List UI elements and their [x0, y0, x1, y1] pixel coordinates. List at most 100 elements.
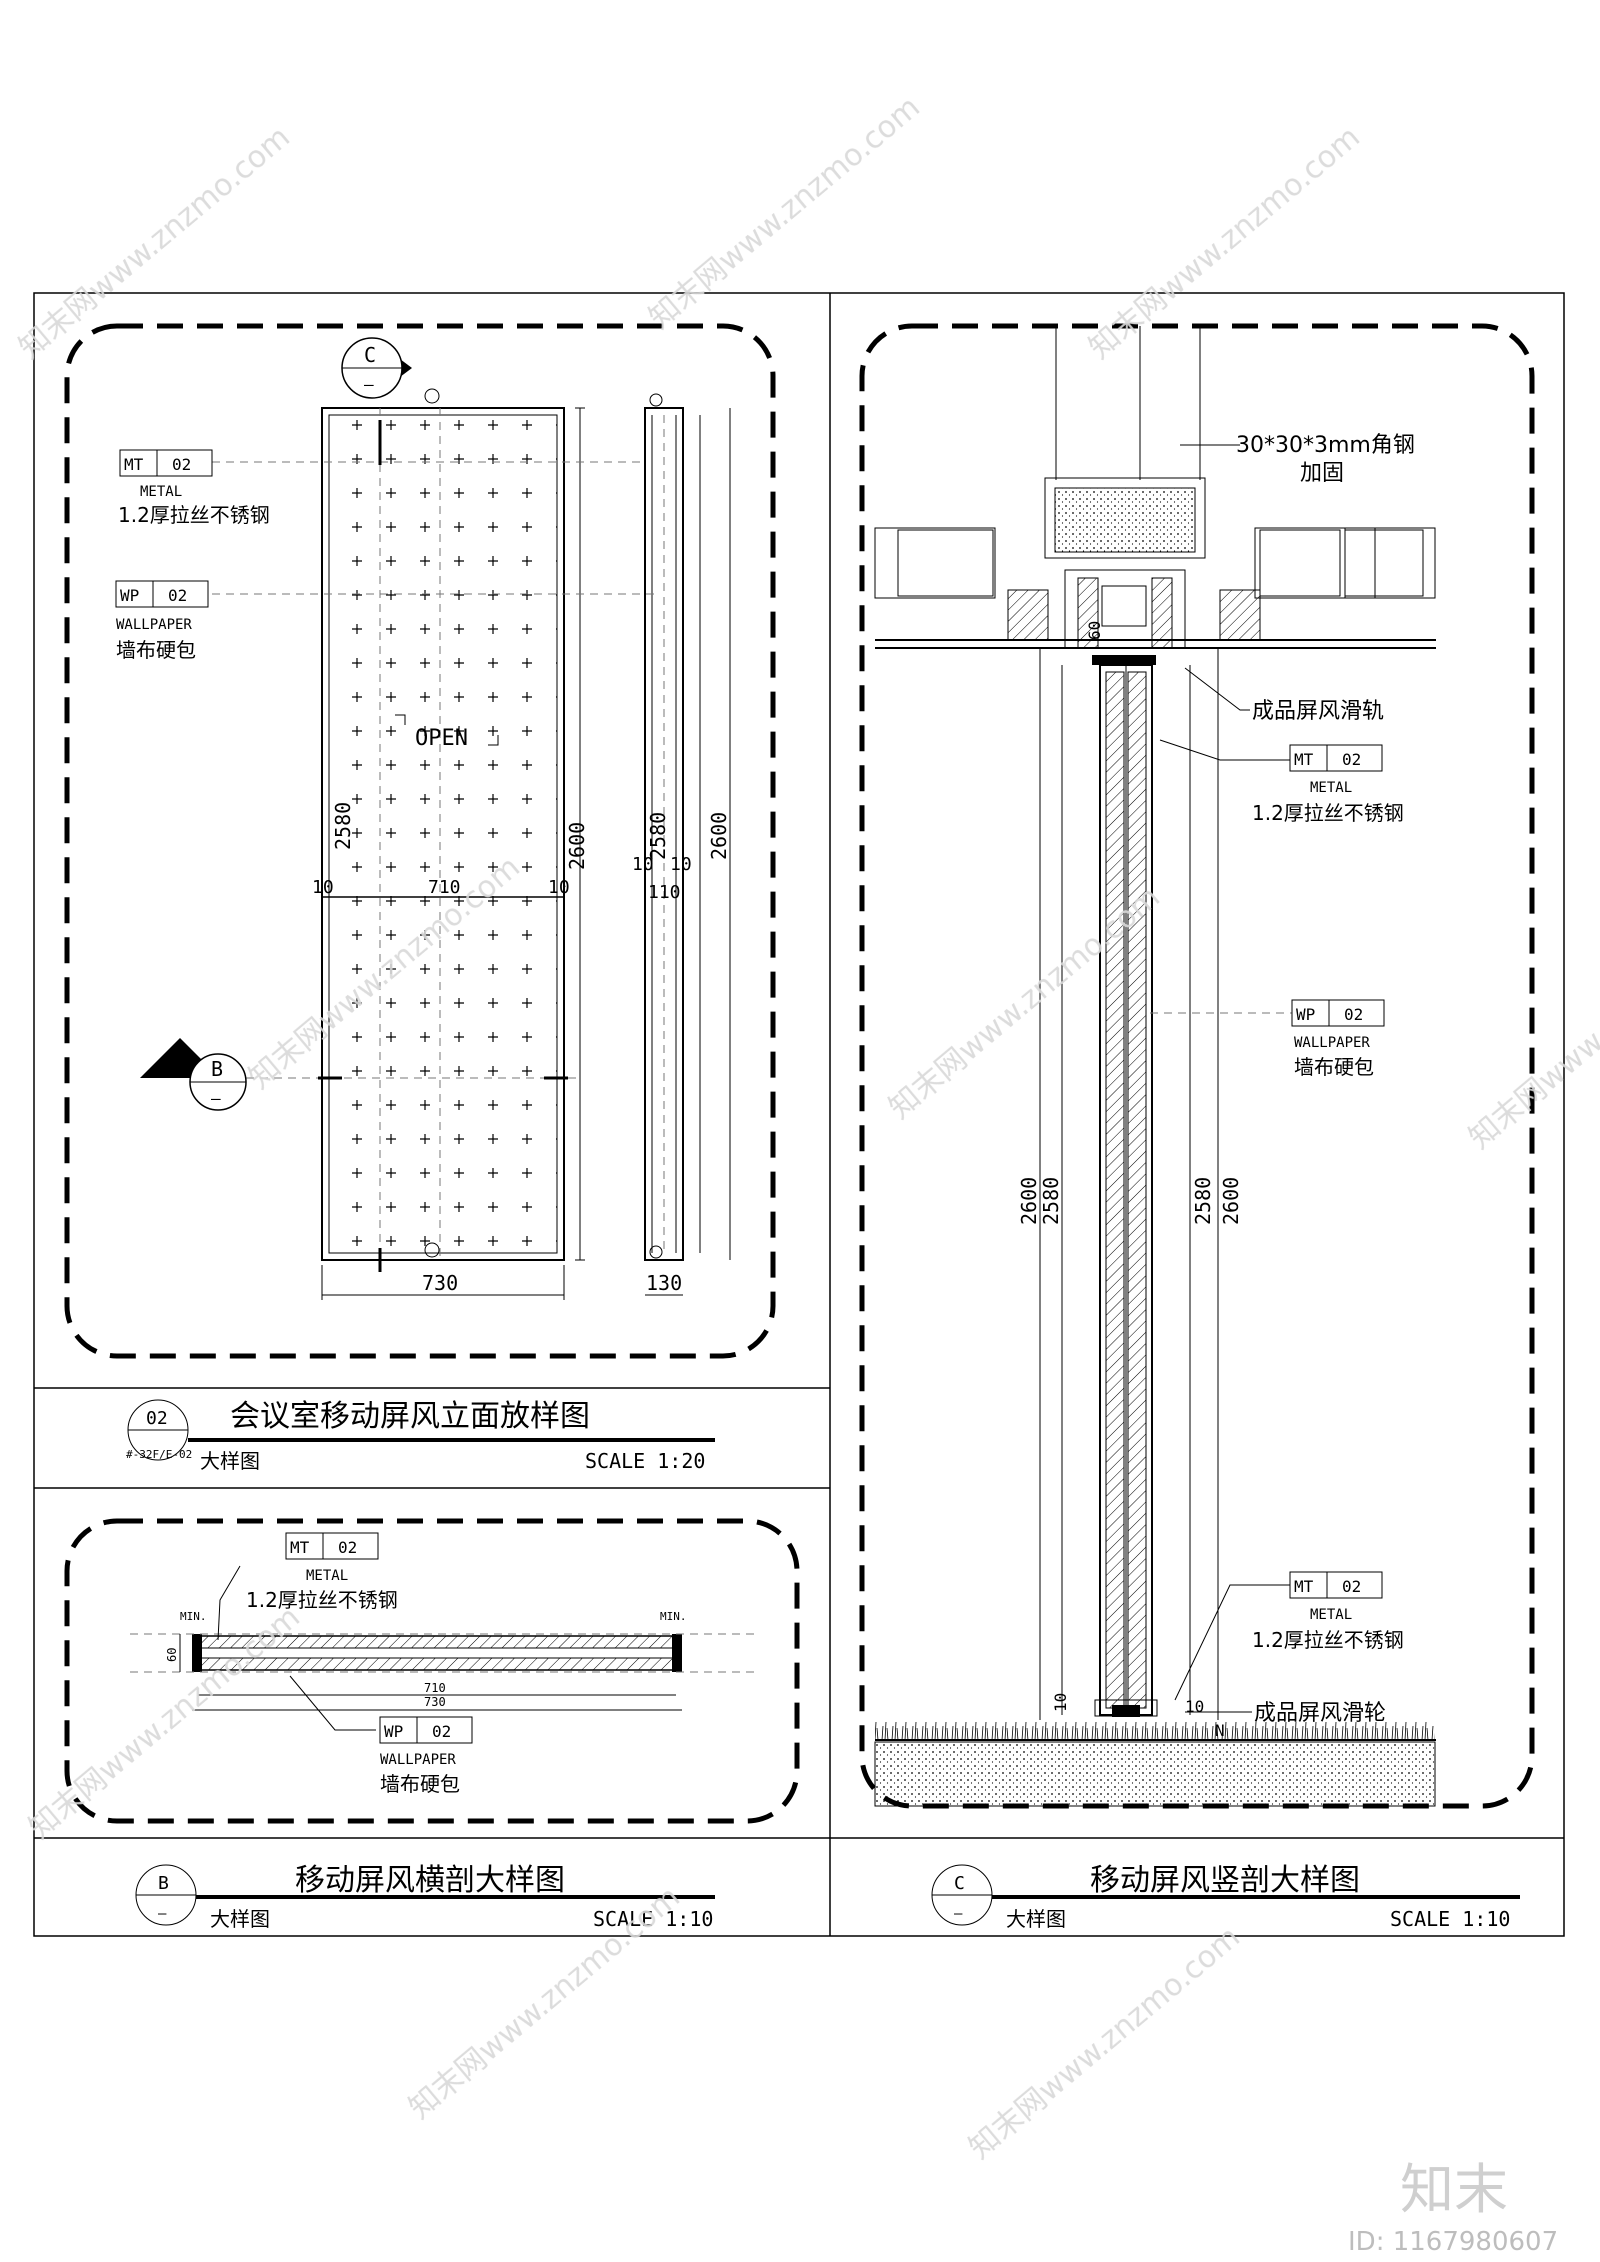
note-angle-steel: 30*30*3mm角钢	[1236, 433, 1415, 458]
screen-elevation: 2580	[321, 388, 565, 1261]
note-rail: 成品屏风滑轨	[1252, 699, 1384, 724]
watermarks: 知末网www.znzmo.com 知末网www.znzmo.com 知末网www…	[13, 90, 1600, 2166]
svg-text:02: 02	[172, 455, 191, 474]
vertical-section-panel: 2600 2580 2580 2600 60 10 10 N 30*30*3mm…	[859, 323, 1535, 1809]
svg-text:—: —	[158, 1906, 167, 1922]
svg-text:SCALE 1:10: SCALE 1:10	[593, 1907, 713, 1931]
watermark-text: 知末网www.znzmo.com	[963, 1920, 1247, 2166]
svg-text:SCALE 1:20: SCALE 1:20	[585, 1449, 705, 1473]
screen-vertical-body	[1094, 664, 1158, 1717]
elev-dim-10b: 10	[548, 877, 570, 898]
open-arrow-icon	[488, 735, 499, 746]
svg-text:MIN.: MIN.	[660, 1610, 687, 1623]
svg-text:—: —	[211, 1089, 221, 1108]
svg-text:MT: MT	[1294, 750, 1314, 769]
note-reinforce: 加固	[1300, 461, 1344, 486]
svg-text:WALLPAPER: WALLPAPER	[116, 617, 192, 633]
svg-text:730: 730	[424, 1695, 446, 1709]
horizontal-title-block: B — 移动屏风横剖大样图 大样图 SCALE 1:10	[135, 1863, 715, 1931]
svg-text:SCALE 1:10: SCALE 1:10	[1390, 1907, 1510, 1931]
svg-text:墙布硬包: 墙布硬包	[1294, 1055, 1374, 1079]
svg-text:2600: 2600	[1219, 1177, 1243, 1225]
svg-text:02: 02	[146, 1408, 168, 1429]
svg-text:02: 02	[432, 1722, 451, 1741]
svg-text:1.2厚拉丝不锈钢: 1.2厚拉丝不锈钢	[246, 1588, 398, 1612]
svg-text:MT: MT	[1294, 1577, 1314, 1596]
svg-text:WP: WP	[384, 1722, 403, 1741]
material-tag-metal: MT 02 METAL 1.2厚拉丝不锈钢	[118, 449, 270, 527]
watermark-id: ID: 1167980607	[1348, 2227, 1558, 2257]
elev-dim-2600: 2600	[565, 822, 589, 870]
svg-text:2580: 2580	[1039, 1177, 1063, 1225]
side-dim-130: 130	[646, 1271, 682, 1295]
svg-text:N: N	[1215, 1721, 1225, 1740]
svg-text:墙布硬包: 墙布硬包	[116, 638, 196, 662]
watermark-text: 知末网www.znzmo.com	[13, 120, 297, 366]
side-dim-10b: 10	[670, 854, 692, 875]
vertical-title-block: C — 移动屏风竖剖大样图 大样图 SCALE 1:10	[931, 1863, 1520, 1931]
elev-dim-2580: 2580	[331, 802, 355, 850]
ceiling-structure	[874, 326, 1436, 665]
svg-text:METAL: METAL	[1310, 780, 1352, 796]
material-tag-metal-bottom: MT 02 METAL 1.2厚拉丝不锈钢	[1252, 1571, 1404, 1652]
material-tag-wallpaper: WP 02 WALLPAPER 墙布硬包	[115, 580, 209, 662]
svg-text:02: 02	[168, 586, 187, 605]
sheet-frame	[33, 292, 1565, 1937]
svg-text:大样图: 大样图	[1006, 1907, 1066, 1931]
horizontal-title: 移动屏风横剖大样图	[295, 1863, 565, 1898]
horizontal-section-panel: 60 710 730 MIN. MIN. MT 02 METAL 1.2厚拉丝不…	[64, 1518, 800, 1824]
svg-text:B: B	[211, 1057, 223, 1081]
svg-text:WALLPAPER: WALLPAPER	[1294, 1035, 1370, 1051]
vertical-title: 移动屏风竖剖大样图	[1090, 1863, 1360, 1898]
elevation-dimensions: 2600 730 10 710 10	[312, 407, 589, 1300]
svg-text:墙布硬包: 墙布硬包	[380, 1772, 460, 1796]
svg-text:60: 60	[1085, 621, 1104, 640]
floor-structure	[874, 1720, 1436, 1807]
svg-text:02: 02	[338, 1538, 357, 1557]
svg-text:—: —	[364, 375, 374, 394]
section-marker-c: C —	[341, 337, 412, 399]
elev-dim-10a: 10	[312, 877, 334, 898]
watermark-text: 知末网www.znzmo.com	[643, 90, 927, 336]
screen-side-profile: 2580 2600 10 10 110 130	[632, 393, 731, 1296]
material-tag-metal: MT 02 METAL 1.2厚拉丝不锈钢	[246, 1532, 398, 1612]
svg-text:02: 02	[1342, 1577, 1361, 1596]
elev-dim-710: 710	[428, 877, 461, 898]
svg-text:10: 10	[1051, 1693, 1070, 1712]
svg-text:大样图: 大样图	[200, 1449, 260, 1473]
watermark-logo: 知末	[1400, 2158, 1508, 2221]
svg-text:—: —	[954, 1906, 963, 1922]
material-tag-wallpaper: WP 02 WALLPAPER 墙布硬包	[379, 1716, 473, 1796]
svg-text:1.2厚拉丝不锈钢: 1.2厚拉丝不锈钢	[118, 503, 270, 527]
watermark-text: 知末网www.znzmo.com	[403, 1880, 687, 2126]
elevation-title: 会议室移动屏风立面放样图	[230, 1399, 590, 1434]
horizontal-section-drawing: 60 710 730 MIN. MIN.	[130, 1610, 760, 1711]
elevation-title-block: 02 #-32F/E-02 会议室移动屏风立面放样图 大样图 SCALE 1:2…	[126, 1399, 715, 1473]
side-dim-2600: 2600	[707, 812, 731, 860]
svg-text:#-32F/E-02: #-32F/E-02	[126, 1448, 192, 1461]
svg-text:WP: WP	[120, 586, 139, 605]
svg-text:WP: WP	[1296, 1005, 1315, 1024]
open-arrow-icon	[395, 714, 406, 725]
svg-text:MT: MT	[290, 1538, 310, 1557]
svg-text:大样图: 大样图	[210, 1907, 270, 1931]
material-tag-wallpaper: WP 02 WALLPAPER 墙布硬包	[1291, 999, 1385, 1079]
open-label: OPEN	[415, 726, 468, 751]
note-wheel: 成品屏风滑轮	[1254, 1701, 1386, 1726]
elev-dim-730: 730	[422, 1271, 458, 1295]
svg-text:2580: 2580	[1191, 1177, 1215, 1225]
svg-text:MT: MT	[124, 455, 144, 474]
svg-text:C: C	[364, 343, 376, 367]
side-dim-10a: 10	[632, 854, 654, 875]
svg-text:METAL: METAL	[1310, 1607, 1352, 1623]
side-dim-2580: 2580	[646, 812, 670, 860]
svg-text:02: 02	[1342, 750, 1361, 769]
svg-text:60: 60	[165, 1648, 179, 1662]
side-dim-110: 110	[648, 882, 681, 903]
material-tag-metal-top: MT 02 METAL 1.2厚拉丝不锈钢	[1252, 744, 1404, 825]
svg-text:02: 02	[1344, 1005, 1363, 1024]
svg-text:710: 710	[424, 1681, 446, 1695]
watermark-text: 知末网www.znzmo.com	[1083, 120, 1367, 366]
svg-text:1.2厚拉丝不锈钢: 1.2厚拉丝不锈钢	[1252, 1628, 1404, 1652]
